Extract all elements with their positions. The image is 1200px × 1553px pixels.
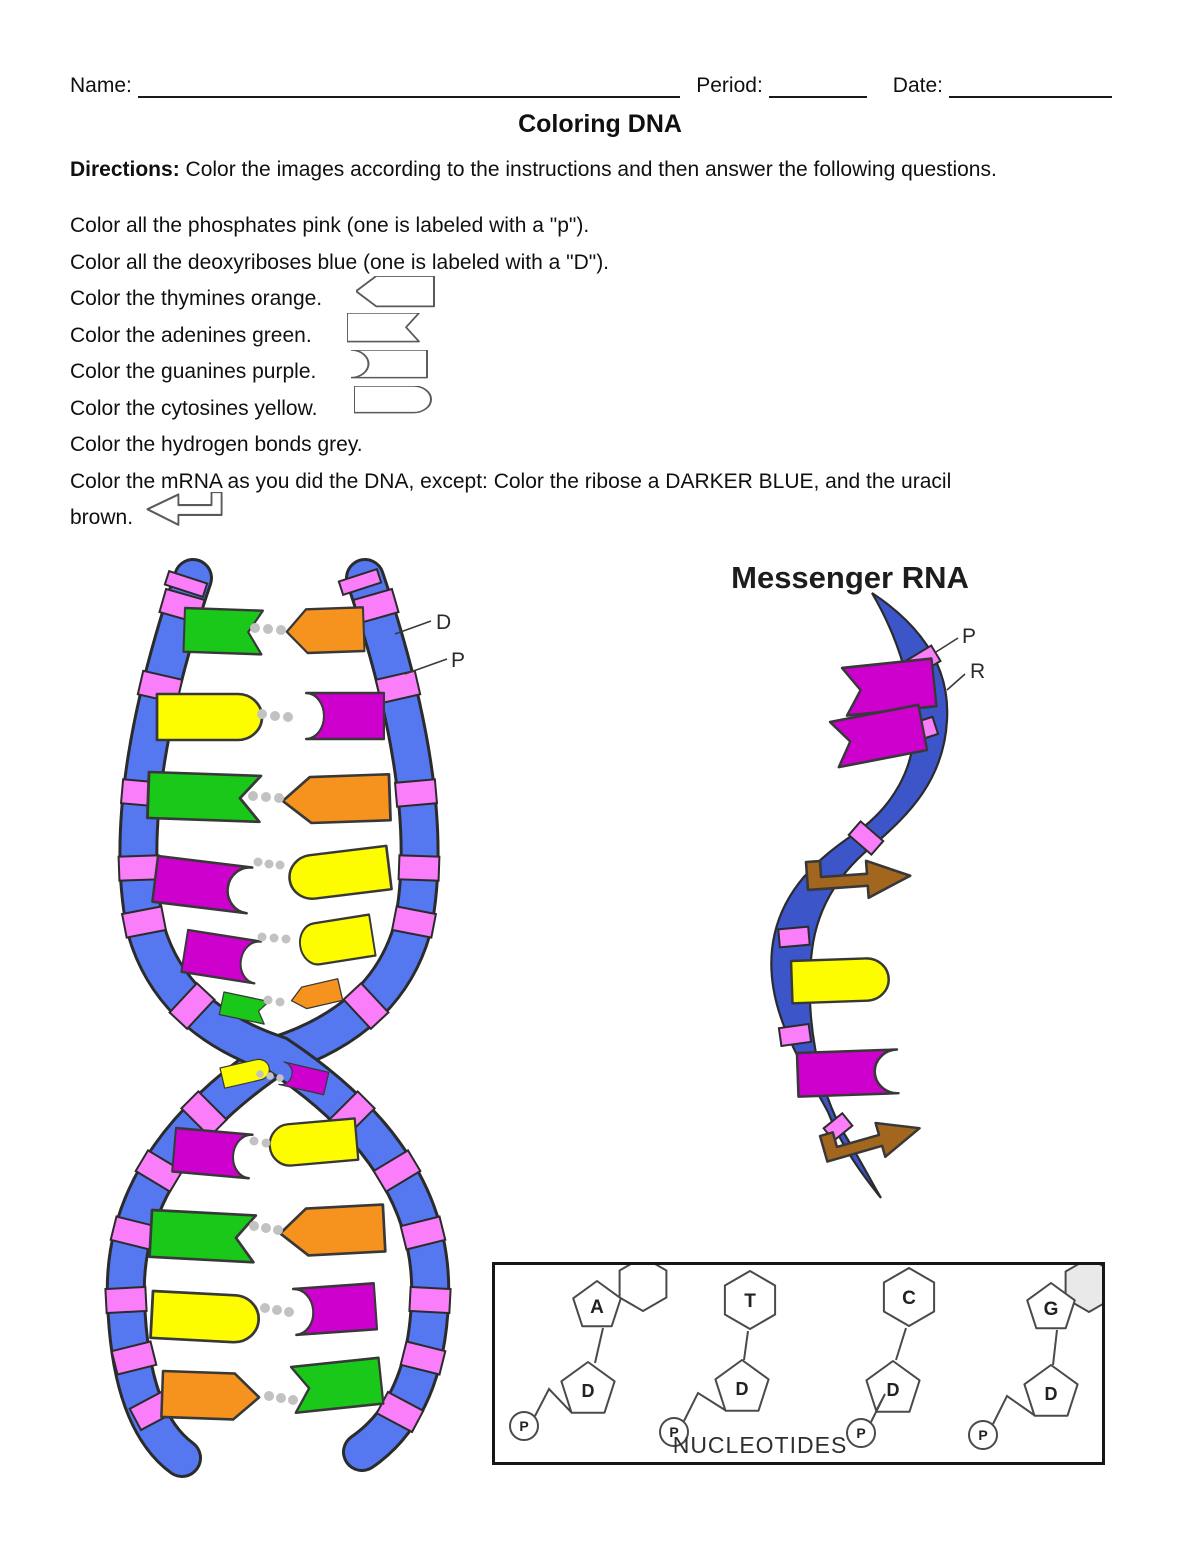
thymine-base (160, 1369, 262, 1422)
sugar-letter: D (582, 1381, 595, 1401)
phosphate-letter: P (978, 1427, 987, 1443)
dna-labels: D P (394, 611, 465, 675)
sugar-pentagon (560, 1361, 616, 1414)
cytosine-ring (882, 1267, 936, 1327)
deoxyribose-label: D (436, 611, 451, 634)
thymine-base (280, 772, 392, 826)
guanine-base (840, 657, 938, 717)
header-row: Name: Period: Date: (70, 74, 1112, 98)
name-label: Name: (70, 74, 132, 97)
adenine-base (182, 606, 265, 656)
guanine-shape-icon (351, 350, 428, 379)
nucleotide-a: A D P (509, 1256, 668, 1441)
phosphate-circle (659, 1417, 689, 1447)
base-letter: T (744, 1291, 756, 1312)
instruction-cytosines: Color the cytosines yellow. (70, 397, 318, 420)
guanine-base (151, 854, 254, 915)
name-blank-line (137, 76, 681, 98)
nucleotides-diagram: A D P T D P C (509, 1256, 1114, 1458)
guanine-base (795, 1048, 900, 1098)
mrna-title: Messenger RNA (731, 560, 969, 595)
thymine-base (284, 606, 366, 655)
period-blank-line (768, 76, 867, 98)
directions-line: Directions: Color the images according t… (70, 158, 1130, 182)
thymine-ring (723, 1270, 777, 1330)
instruction-mrna-brown: brown. (70, 506, 134, 529)
instruction-mrna: Color the mRNA as you did the DNA, excep… (70, 470, 952, 493)
instruction-thymines: Color the thymines orange. (70, 287, 323, 310)
directions-label: Directions: (70, 158, 180, 181)
thymine-shape-icon (356, 276, 436, 308)
cytosine-shape-icon (354, 386, 433, 414)
mrna-labels: P R (935, 625, 985, 691)
sugar-pentagon (714, 1359, 770, 1412)
cytosine-base (266, 1117, 360, 1169)
sugar-pentagon (1023, 1364, 1079, 1417)
base-letter: G (1044, 1299, 1059, 1320)
nucleotides-box: A D P T D P C (492, 1256, 1114, 1465)
page-title: Coloring DNA (518, 110, 682, 138)
instruction-deoxyriboses: Color all the deoxyriboses blue (one is … (70, 251, 610, 274)
adenine-base (148, 1208, 258, 1264)
sugar-letter: D (736, 1379, 749, 1399)
sugar-pentagon (865, 1360, 921, 1413)
mrna-ribose-label: R (970, 660, 985, 683)
sugar-letter: D (1045, 1384, 1058, 1404)
nucleotides-caption: NUCLEOTIDES (673, 1432, 848, 1458)
phosphate-letter: P (856, 1425, 865, 1441)
phosphate-letter: P (519, 1418, 528, 1434)
phosphate-label: P (451, 649, 465, 672)
nucleotide-g: G D P (968, 1257, 1114, 1450)
mrna-phosphate-label: P (962, 625, 976, 648)
guanine-ring (1026, 1282, 1076, 1330)
period-label: Period: (696, 74, 763, 97)
date-label: Date: (892, 74, 943, 97)
base-letter: A (590, 1297, 604, 1318)
sugar-letter: D (887, 1380, 900, 1400)
purine-hexagon (618, 1256, 668, 1312)
directions-text: Color the images according to the instru… (179, 158, 997, 181)
nucleotide-t: T D P (659, 1270, 777, 1447)
phosphate-circle (968, 1420, 998, 1450)
thymine-base (277, 1203, 387, 1259)
adenine-ring (572, 1280, 622, 1328)
guanine-base (170, 1126, 254, 1180)
cytosine-base (295, 913, 377, 969)
instruction-phosphates: Color all the phosphates pink (one is la… (70, 214, 590, 237)
phosphate-letter: P (669, 1424, 678, 1440)
phosphate-circle (846, 1418, 876, 1448)
dna-helix-illustration: D P (104, 558, 465, 1478)
cytosine-base (149, 1289, 262, 1345)
instruction-adenines: Color the adenines green. (70, 324, 312, 347)
nucleotide-c: C D P (846, 1267, 936, 1448)
cytosine-base (789, 956, 891, 1005)
adenine-shape-icon (347, 313, 420, 343)
guanine-base (291, 1282, 379, 1337)
date-blank-line (949, 76, 1112, 98)
base-letter: C (902, 1288, 916, 1309)
instruction-hydrogen-bonds: Color the hydrogen bonds grey. (70, 433, 363, 456)
uracil-shape-icon (146, 492, 223, 526)
adenine-base (145, 770, 263, 824)
instruction-guanines: Color the guanines purple. (70, 360, 317, 383)
phosphate-circle (509, 1411, 539, 1441)
mrna-illustration: P R (770, 592, 985, 1199)
cytosine-base (285, 844, 393, 903)
guanine-base (304, 691, 386, 741)
cytosine-base (155, 692, 264, 742)
adenine-base (289, 1356, 385, 1415)
guanine-base (180, 928, 263, 985)
hydrogen-bond-dots (248, 623, 298, 1405)
